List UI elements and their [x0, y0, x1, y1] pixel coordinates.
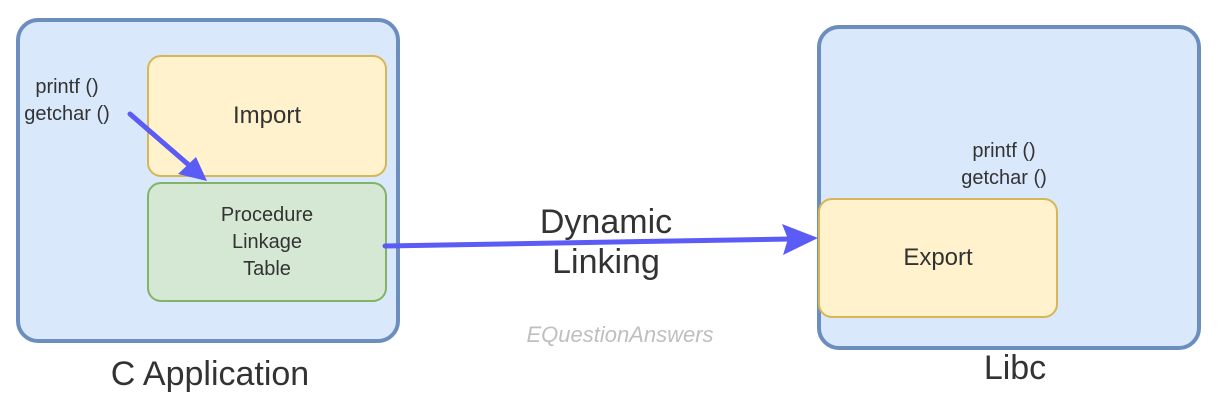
plt-box: Procedure Linkage Table	[147, 182, 387, 302]
dynamic-linking-line-1: Dynamic	[539, 203, 673, 241]
plt-label-line-2: Linkage	[231, 230, 303, 253]
libc-calls: printf () getchar ()	[948, 138, 1060, 192]
c-application-title: C Application	[110, 355, 310, 393]
plt-label-line-1: Procedure	[220, 203, 314, 226]
c-application-call-getchar: getchar ()	[24, 103, 110, 125]
plt-label-line-3: Table	[243, 257, 291, 280]
dynamic-linking-line-2: Linking	[552, 243, 660, 281]
c-application-call-printf: printf ()	[35, 76, 99, 98]
export-label: Export	[903, 244, 973, 271]
import-label: Import	[232, 102, 301, 129]
dynamic-linking-label: Dynamic Linking	[506, 202, 706, 282]
import-box: Import	[147, 55, 387, 177]
libc-call-getchar: getchar ()	[961, 167, 1047, 189]
c-application-calls: printf () getchar ()	[14, 74, 120, 128]
export-box: Export	[818, 198, 1058, 318]
watermark: EQuestionAnswers	[526, 322, 714, 347]
libc-title: Libc	[983, 349, 1047, 387]
libc-call-printf: printf ()	[972, 140, 1036, 162]
